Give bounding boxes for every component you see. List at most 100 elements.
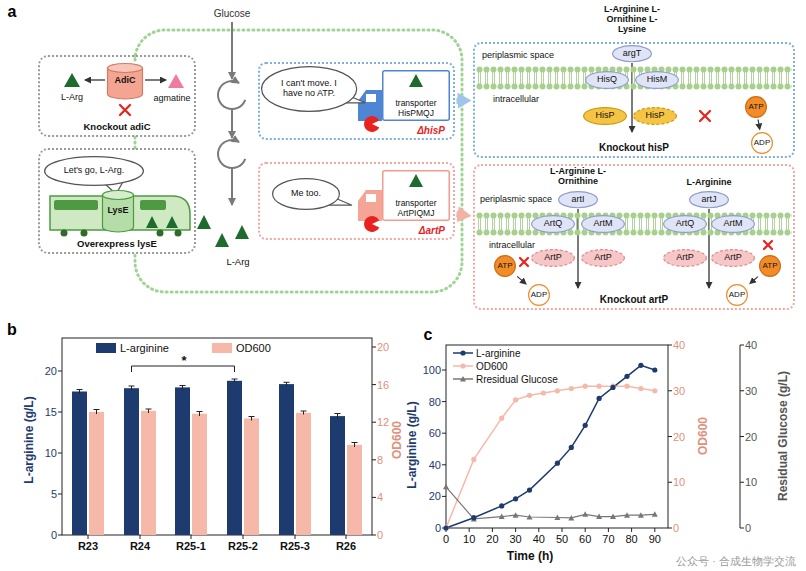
data-marker — [582, 511, 588, 517]
tick-label: 90 — [649, 533, 661, 545]
legend-label: Rresidual Glucose — [476, 374, 558, 385]
node-label: transporter HisPMQJ — [385, 99, 447, 118]
node-label: artJ — [701, 195, 716, 205]
node-label: ADP — [531, 291, 547, 300]
connector-arrow — [758, 119, 759, 125]
legend-label: OD600 — [236, 342, 271, 354]
compartment-label: intracellular — [493, 95, 539, 105]
tick-label: 60 — [579, 533, 591, 545]
lyse-exporter-outline — [103, 195, 134, 232]
binding-protein: artJ — [689, 191, 729, 208]
node-label: ArtP — [544, 253, 562, 263]
atpase-subunit-outline — [634, 108, 677, 125]
tick-label: 12 — [377, 416, 389, 428]
data-marker — [569, 445, 574, 450]
data-marker — [555, 388, 560, 393]
membrane — [476, 212, 792, 236]
transporter-truck-outline — [383, 71, 450, 121]
data-marker — [443, 525, 448, 530]
tick-label: 0 — [745, 522, 751, 534]
legend-label: L-arginine — [476, 348, 520, 359]
tick-label: 70 — [602, 533, 614, 545]
agmatine-triangle — [168, 74, 184, 88]
arginine-triangle — [64, 73, 80, 87]
adic-transporter: AdiC — [107, 63, 143, 99]
atpase-subunit-outline — [664, 250, 707, 267]
data-marker — [555, 461, 560, 466]
legend-marker — [460, 363, 465, 368]
tick-label: 10 — [745, 476, 757, 488]
membrane-protein: ArtQ — [663, 215, 707, 233]
bar-chart — [58, 338, 376, 539]
bar-chart — [88, 535, 346, 539]
train — [50, 196, 190, 237]
bar-chart — [124, 388, 139, 535]
adp-circle-outline — [727, 285, 748, 306]
atpase-subunit-outline — [712, 250, 755, 267]
node-label: HisQ — [597, 75, 617, 85]
glucose-pathway — [218, 81, 245, 109]
tick-label: 50 — [556, 533, 568, 545]
membrane-protein: HisM — [635, 71, 679, 89]
tick-label: 20 — [745, 430, 757, 442]
line-chart — [442, 345, 744, 532]
connector-arrow — [456, 211, 461, 218]
train — [54, 200, 98, 210]
knockout-cross — [520, 258, 528, 266]
connector-arrow — [517, 276, 523, 281]
atp-circle-outline — [760, 256, 781, 277]
node-label: ADP — [729, 291, 745, 300]
legend-marker — [460, 350, 465, 355]
axis-title: OD600 — [391, 421, 404, 459]
binding-protein: argT — [612, 45, 652, 62]
data-marker — [513, 496, 518, 501]
significance-mark: * — [181, 354, 186, 368]
node-label: AdiC — [115, 76, 136, 86]
transporter-truck: transporter ArtPIQMJ — [382, 170, 450, 221]
truck-box: ΔartPMe too.transporter ArtPIQMJ — [258, 162, 455, 240]
tick-label: 20 — [429, 490, 441, 502]
node-label: transporter ArtPIQMJ — [385, 199, 447, 218]
axis-title: L-arginine (g/L) — [406, 401, 419, 488]
node-label: ATP — [749, 103, 764, 112]
atpase-subunit: ArtP — [531, 249, 575, 267]
line-chart — [446, 386, 655, 528]
cell-outline — [134, 137, 137, 148]
glucose-pathway — [231, 169, 233, 205]
data-marker — [554, 515, 560, 521]
atp-circle: ATP — [759, 255, 781, 277]
data-marker — [568, 515, 574, 521]
tick-label: 80 — [429, 396, 441, 408]
substrate-label: L-Arginine L-Ornithine L-Lysine — [600, 5, 664, 35]
substrate-label: L-Arginine — [687, 178, 732, 188]
line-chart — [446, 345, 668, 528]
line-chart — [740, 345, 744, 528]
knockout-cross — [764, 241, 772, 249]
metabolite-label: Glucose — [214, 8, 251, 19]
data-marker — [471, 515, 476, 520]
line-chart — [446, 528, 655, 532]
tick-label: 16 — [377, 379, 389, 391]
speech-bubble: Let's go, L-Arg. — [44, 156, 144, 186]
truck-cab — [366, 194, 376, 202]
flux-arrow — [85, 63, 709, 288]
bar-chart — [175, 387, 190, 535]
legend-label: L-arginine — [120, 342, 169, 354]
bar-chart — [62, 338, 372, 535]
membrane-protein: HisQ — [585, 71, 629, 89]
data-marker — [624, 384, 629, 389]
adp-circle: ADP — [726, 284, 748, 306]
panel-letter: c — [424, 326, 433, 344]
data-marker — [597, 396, 602, 401]
substrate-label: L-Arginine L-Ornithine — [546, 167, 610, 187]
truck-box: ΔhisPI can't move. I have no ATP.transpo… — [258, 62, 455, 140]
membrane-protein-outline — [712, 216, 755, 233]
metabolite-label: L-Arg — [226, 257, 249, 267]
tick-label: 80 — [625, 533, 637, 545]
data-marker — [527, 393, 532, 398]
legend-marker — [460, 376, 466, 382]
bar-chart — [330, 416, 345, 535]
atpase-subunit-outline — [582, 250, 625, 267]
category-label: R23 — [78, 540, 98, 552]
atp-circle: ATP — [494, 255, 516, 277]
